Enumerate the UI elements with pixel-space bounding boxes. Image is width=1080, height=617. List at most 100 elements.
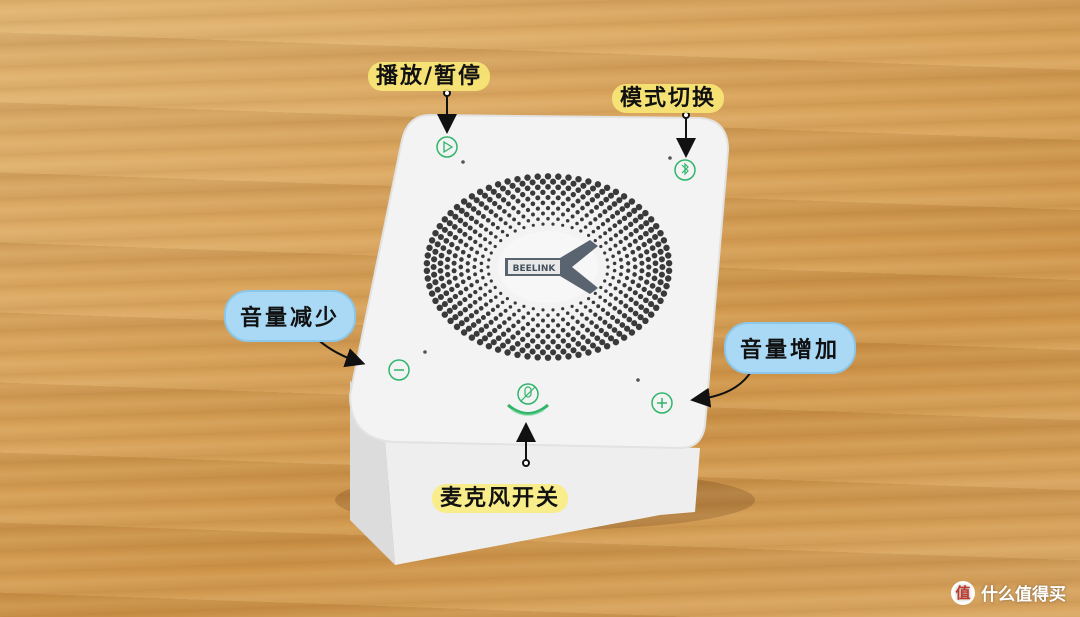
grille-hole	[447, 297, 453, 304]
grille-hole	[589, 197, 596, 203]
grille-hole	[478, 286, 483, 291]
grille-hole	[589, 209, 594, 214]
grille-hole	[520, 326, 526, 331]
grille-hole	[508, 305, 513, 309]
grille-hole	[623, 235, 629, 241]
grille-hole	[614, 210, 621, 216]
grille-hole	[618, 229, 624, 235]
grille-hole	[550, 328, 556, 334]
grille-hole	[652, 260, 659, 267]
grille-hole	[561, 223, 565, 227]
grille-hole	[648, 301, 655, 308]
grille-hole	[452, 253, 458, 259]
grille-hole	[524, 342, 531, 349]
grille-hole	[643, 230, 649, 237]
grille-hole	[520, 203, 526, 208]
grille-hole	[525, 332, 531, 338]
grille-hole	[438, 252, 445, 259]
grille-hole	[470, 206, 477, 212]
grille-hole	[561, 307, 565, 311]
grille-hole	[522, 304, 526, 308]
grille-hole	[446, 307, 453, 314]
bluetooth-icon	[681, 162, 689, 176]
grille-hole	[632, 264, 638, 270]
grille-hole	[628, 297, 634, 303]
grille-hole	[480, 214, 486, 219]
grille-hole	[492, 200, 498, 207]
grille-hole	[493, 316, 499, 321]
grille-hole	[531, 307, 535, 311]
grille-hole	[628, 231, 634, 237]
grille-hole	[503, 308, 508, 313]
grille-hole	[485, 217, 491, 223]
grille-hole	[579, 312, 584, 317]
grille-hole	[551, 211, 555, 216]
grille-hole	[493, 244, 497, 249]
grille-hole	[428, 237, 436, 244]
grille-hole	[626, 268, 631, 273]
grille-hole	[460, 279, 466, 285]
grille-hole	[626, 261, 631, 266]
grille-hole	[449, 241, 455, 248]
volume-down-button[interactable]	[388, 359, 410, 381]
volume-up-button[interactable]	[651, 392, 673, 414]
grille-hole	[555, 333, 561, 339]
grille-hole	[652, 293, 659, 301]
grille-hole	[536, 217, 540, 221]
grille-hole	[438, 275, 445, 282]
grille-hole	[597, 316, 603, 321]
grille-hole	[454, 245, 460, 251]
grille-hole	[484, 247, 488, 252]
grille-hole	[452, 293, 459, 300]
grille-hole	[621, 215, 628, 221]
grille-hole	[560, 348, 567, 355]
grille-hole	[624, 275, 630, 281]
grille-hole	[636, 245, 642, 251]
grille-hole	[473, 197, 480, 204]
grille-hole	[494, 181, 502, 188]
play-button[interactable]	[436, 136, 458, 158]
grille-hole	[658, 271, 665, 278]
grille-hole	[596, 225, 601, 230]
grille-hole	[647, 311, 655, 318]
grille-hole	[539, 178, 546, 185]
grille-hole	[451, 304, 458, 310]
mic-button[interactable]	[507, 383, 549, 416]
grille-hole	[467, 225, 473, 231]
grille-hole	[607, 323, 613, 329]
grille-hole	[534, 184, 541, 191]
indicator-led	[636, 378, 640, 382]
grille-hole	[535, 323, 541, 328]
grille-hole	[535, 333, 541, 339]
grille-hole	[555, 206, 561, 211]
watermark: 值 什么值得买	[951, 580, 1066, 605]
grille-hole	[639, 268, 645, 274]
grille-hole	[516, 319, 521, 324]
grille-hole	[618, 257, 623, 262]
grille-hole	[472, 229, 478, 235]
grille-hole	[585, 201, 590, 207]
grille-hole	[611, 327, 618, 333]
grille-hole	[550, 178, 557, 185]
grille-hole	[635, 203, 643, 211]
grille-hole	[603, 342, 611, 350]
grille-hole	[488, 231, 493, 236]
grille-hole	[521, 214, 526, 219]
grille-hole	[465, 325, 472, 332]
mode-button[interactable]	[674, 159, 696, 181]
grille-hole	[446, 249, 452, 255]
grille-hole	[478, 201, 485, 207]
grille-hole	[544, 173, 552, 180]
grille-hole	[626, 211, 633, 218]
grille-hole	[437, 267, 444, 274]
grille-hole	[657, 248, 664, 255]
grille-hole	[618, 289, 623, 295]
grille-hole	[477, 233, 483, 238]
grille-hole	[499, 291, 503, 295]
grille-hole	[555, 354, 562, 361]
grille-hole	[488, 241, 492, 245]
grille-hole	[516, 210, 521, 215]
grille-hole	[511, 205, 516, 211]
grille-hole	[436, 222, 444, 230]
